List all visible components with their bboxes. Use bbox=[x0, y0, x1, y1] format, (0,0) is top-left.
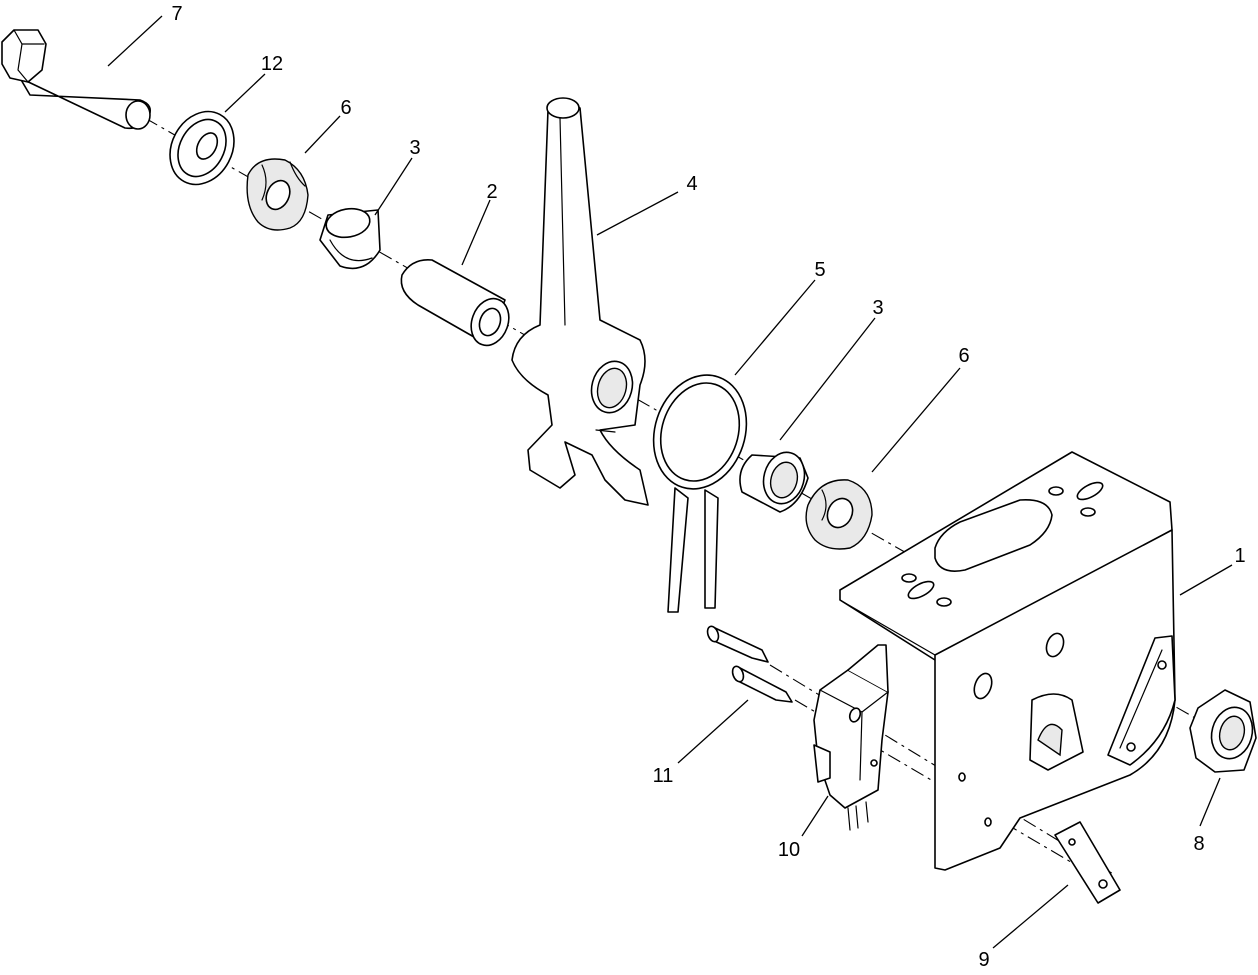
leader-line-3-right bbox=[779, 317, 876, 441]
leader-line-2 bbox=[461, 199, 491, 266]
spring-part-5 bbox=[652, 374, 748, 613]
callout-12: 12 bbox=[261, 53, 283, 75]
leader-line-9 bbox=[992, 884, 1069, 949]
callout-1: 1 bbox=[1234, 545, 1245, 567]
callout-8: 8 bbox=[1193, 833, 1204, 855]
leader-line-8 bbox=[1199, 777, 1221, 827]
leader-line-10 bbox=[801, 795, 829, 837]
washer-part-12 bbox=[169, 110, 235, 186]
leader-line-12 bbox=[224, 73, 266, 113]
callout-3-right: 3 bbox=[872, 297, 883, 319]
wave-washer-part-6-left bbox=[246, 158, 309, 231]
leader-line-7 bbox=[107, 15, 163, 67]
callout-11: 11 bbox=[653, 765, 674, 787]
nut-part-8 bbox=[1189, 689, 1257, 773]
bushing-part-3-right bbox=[739, 451, 809, 513]
callout-3-left: 3 bbox=[409, 137, 420, 159]
wave-washer-part-6-right bbox=[805, 479, 873, 550]
bracket-part-1 bbox=[839, 451, 1176, 871]
switch-part-10 bbox=[813, 644, 889, 831]
callout-4: 4 bbox=[686, 173, 697, 195]
leader-line-4 bbox=[596, 191, 679, 236]
callout-2: 2 bbox=[486, 181, 497, 203]
callout-5: 5 bbox=[814, 259, 825, 281]
leader-line-3-left bbox=[374, 157, 413, 216]
callout-7: 7 bbox=[171, 3, 182, 25]
screws-part-11 bbox=[706, 625, 793, 703]
bolt-part-7 bbox=[1, 29, 151, 130]
leader-line-5 bbox=[734, 279, 816, 376]
callout-9: 9 bbox=[978, 949, 989, 971]
plate-part-9 bbox=[1054, 821, 1121, 904]
callout-10: 10 bbox=[778, 839, 800, 861]
leader-line-11 bbox=[677, 699, 749, 764]
callout-6-left: 6 bbox=[340, 97, 351, 119]
leader-line-6-right bbox=[871, 367, 961, 473]
lever-part-4 bbox=[511, 97, 649, 506]
leader-line-6-left bbox=[304, 115, 341, 154]
spacer-part-2 bbox=[400, 258, 510, 347]
bushing-part-3-left bbox=[319, 207, 381, 270]
callout-6-right: 6 bbox=[958, 345, 969, 367]
leader-line-1 bbox=[1179, 564, 1233, 596]
